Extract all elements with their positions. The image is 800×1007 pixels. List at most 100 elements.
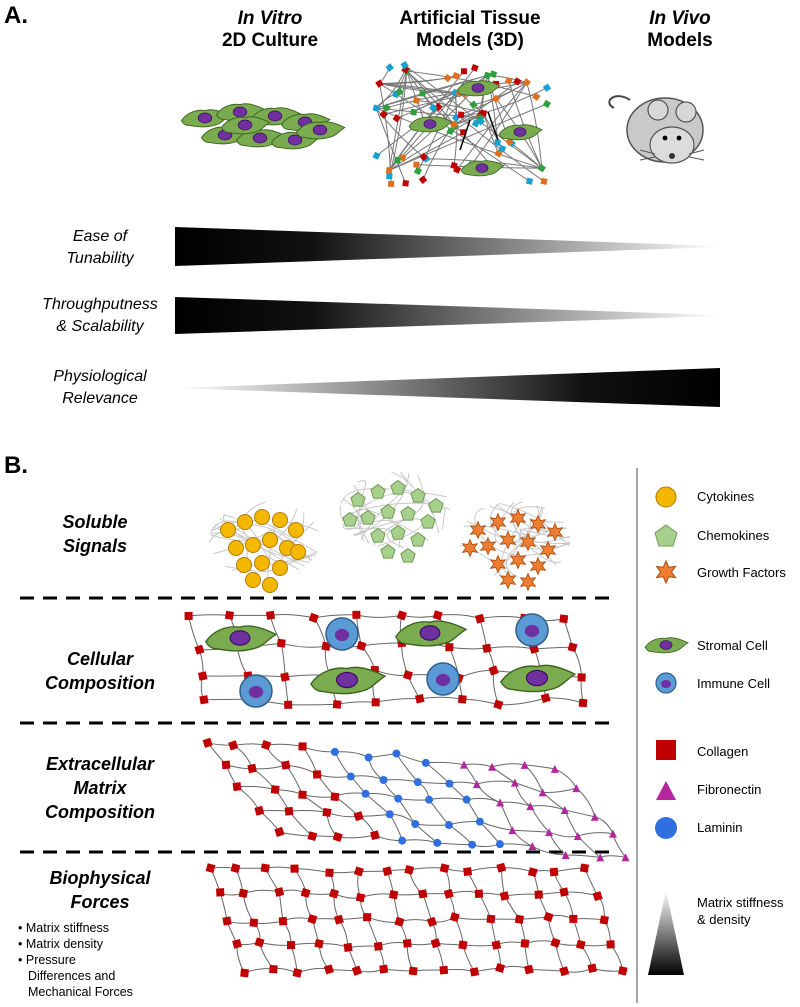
fiber (524, 940, 556, 944)
matrix-marker (532, 92, 541, 101)
collagen-marker (388, 889, 399, 900)
cytokine (288, 522, 304, 538)
nucleus (197, 112, 213, 124)
immune-cell-legend-icon (655, 672, 677, 694)
fiber (237, 785, 276, 791)
2d-culture-illustration (180, 103, 346, 150)
collagen-marker (463, 867, 473, 877)
growth-factor (509, 550, 527, 570)
collagen-marker (325, 868, 334, 878)
fiber (334, 792, 366, 798)
fibronectin-marker (526, 802, 535, 811)
nucleus (312, 124, 328, 136)
fiber (386, 92, 456, 109)
matrix-marker (398, 153, 407, 162)
collagen-marker (328, 888, 340, 899)
collagen-marker (426, 916, 438, 927)
fiber (366, 916, 379, 947)
laminin-marker (444, 821, 453, 830)
fiber (397, 798, 416, 825)
fiber (302, 794, 335, 798)
immune-cell (239, 674, 273, 708)
growth-factor-icon (655, 559, 677, 585)
collagen-icon (656, 740, 676, 760)
collagen-marker (475, 613, 485, 624)
ease-of-tunability-label: Ease of Tunability (10, 226, 190, 270)
fibronectin-marker (508, 826, 517, 835)
collagen-marker (520, 939, 530, 948)
in-vivo-italic: In Vivo (649, 8, 711, 29)
matrix-marker (394, 156, 401, 164)
biophysical-forces-label: Biophysical Forces (20, 866, 180, 914)
biophysical-bullets: Matrix stiffness Matrix density Pressure… (18, 920, 188, 1000)
collagen-marker (404, 864, 415, 875)
physio-line1: Physiological (53, 368, 147, 385)
ecm-line2: Matrix (73, 778, 127, 798)
fiber (545, 697, 584, 704)
fiber (338, 916, 368, 921)
tissue-cell (456, 80, 501, 97)
fiber (437, 842, 473, 846)
growth-factor (529, 514, 547, 534)
fiber (288, 810, 313, 837)
fiber (336, 701, 376, 705)
artificial-tissue-title: Artificial Tissue Models (3D) (399, 8, 541, 51)
fibronectin-marker (488, 762, 497, 771)
ease-line2: Tunability (66, 250, 134, 267)
collagen-marker (269, 964, 278, 974)
laminin-marker (468, 840, 477, 849)
collagen-marker (284, 806, 294, 816)
ease-of-tunability-wedge (175, 227, 720, 266)
fiber (524, 764, 555, 770)
matrix-marker (460, 129, 467, 136)
fiber (288, 809, 328, 813)
laminin-marker (413, 778, 422, 787)
matrix-marker (494, 149, 503, 158)
fiber (338, 919, 349, 948)
tissue-cell (460, 160, 505, 177)
laminin-marker (462, 795, 471, 804)
fiber (564, 891, 598, 897)
fiber (548, 831, 578, 838)
nucleus (435, 673, 451, 687)
collagen-marker (276, 638, 286, 648)
collagen-marker (496, 862, 507, 873)
fiber (419, 696, 463, 700)
fiber (528, 969, 565, 972)
chemokine (360, 509, 376, 525)
stiffness-line2: & density (697, 912, 751, 927)
fiber (297, 967, 330, 974)
collagen-marker (281, 760, 291, 770)
collagen-marker (278, 916, 288, 926)
nucleus (334, 628, 350, 642)
fiber (326, 811, 359, 818)
fiber (278, 891, 284, 922)
collagen-marker (430, 938, 441, 949)
matrix-marker (382, 103, 391, 112)
fibronectin-marker (459, 760, 468, 769)
collagen-marker (230, 863, 241, 874)
fiber (448, 824, 473, 846)
collagen-marker (356, 640, 367, 651)
fiber (375, 698, 420, 703)
collagen-marker (221, 760, 231, 770)
fiber (462, 698, 499, 706)
matrix-marker (386, 172, 393, 180)
collagen-marker (284, 700, 293, 709)
fiber (265, 866, 295, 870)
fiber (266, 743, 303, 747)
in-vivo-subtitle: Models (647, 30, 713, 51)
fibronectin-marker (496, 798, 505, 807)
matrix-marker (400, 60, 409, 70)
fiber (479, 615, 525, 620)
legend-stiffness-label: Matrix stiffness & density (697, 894, 783, 928)
stromal-cell (310, 666, 387, 695)
collagen-marker (443, 888, 454, 899)
fiber (425, 762, 450, 784)
fiber (476, 783, 501, 803)
fiber (463, 763, 493, 768)
fiber (383, 779, 418, 783)
matrix-marker (419, 90, 426, 97)
panel-a-label: A. (4, 2, 28, 29)
